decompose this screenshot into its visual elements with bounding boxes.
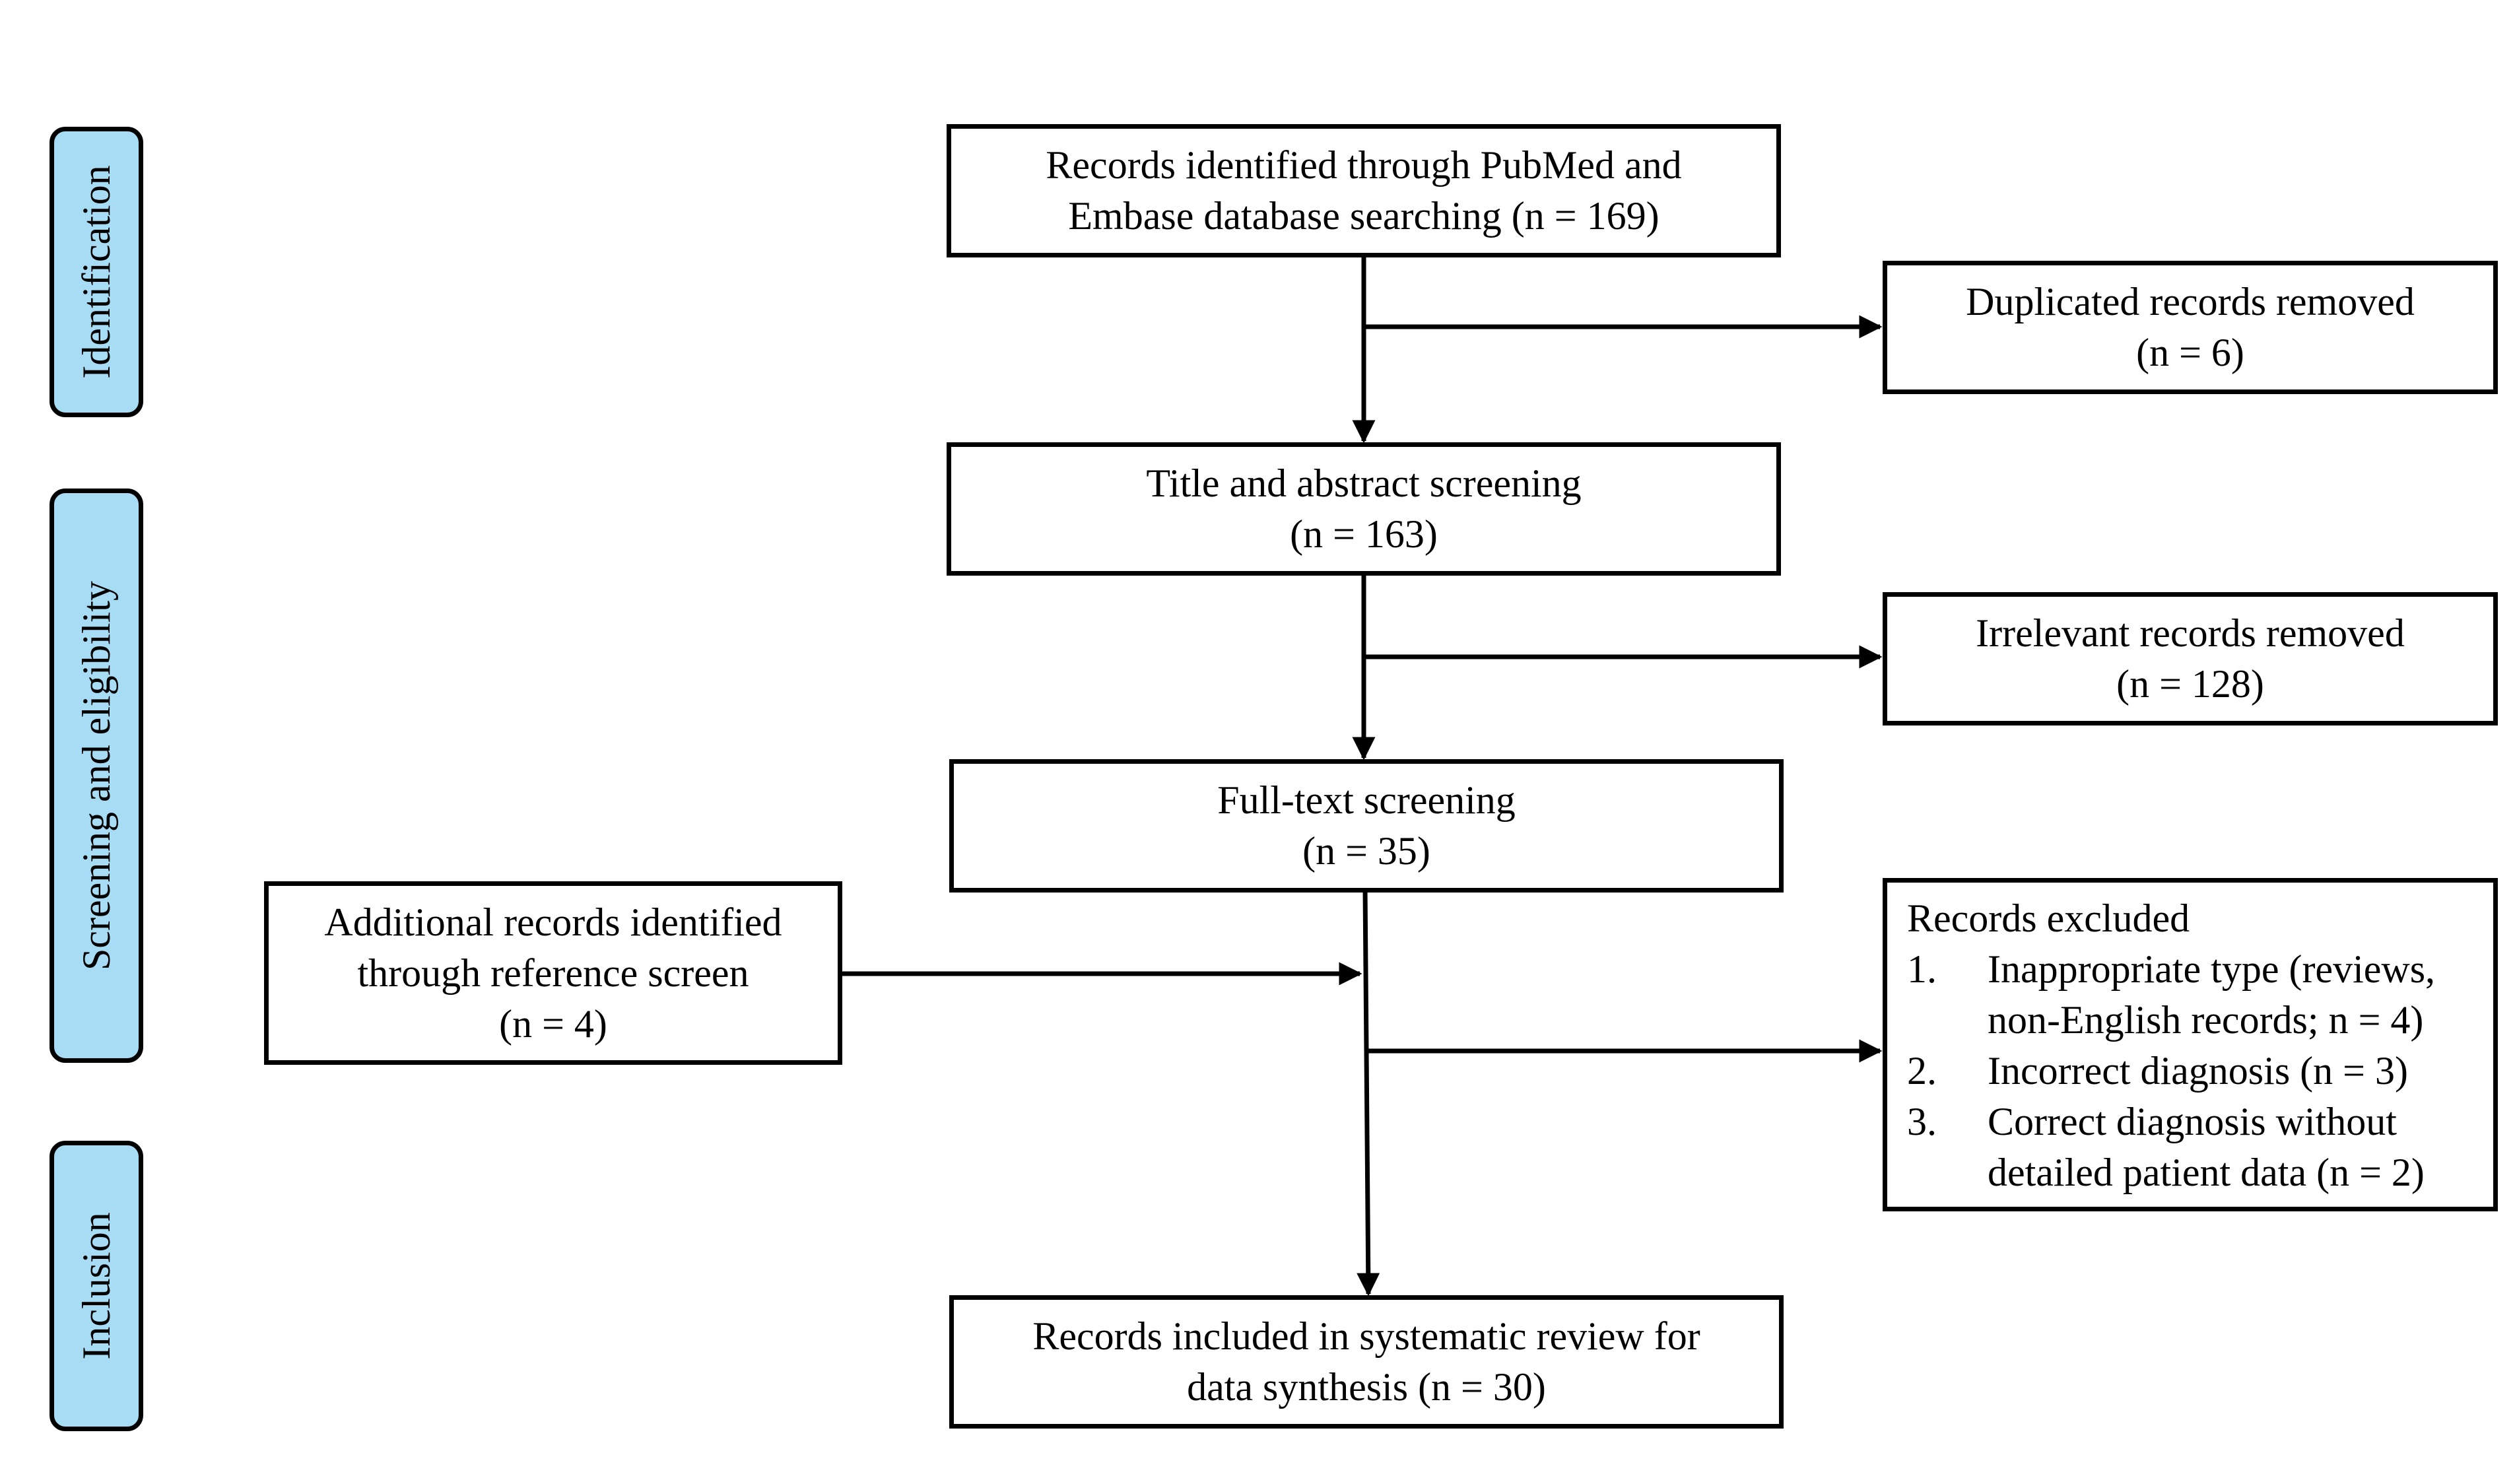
included-line-1: Records included in systematic review fo… (1032, 1314, 1700, 1358)
excluded-item-3: 3. Correct diagnosis without detailed pa… (1907, 1096, 2493, 1198)
additional-box: Additional records identified through re… (264, 881, 842, 1065)
arrow-full-text-to-included (1357, 888, 1380, 1297)
excluded-item-3-number: 3. (1907, 1100, 1937, 1143)
full-text-line-2: (n = 35) (1302, 829, 1430, 873)
excluded-item-1-line-2: non-English records; n = 4) (1988, 998, 2424, 1042)
excluded-item-2-line-1: Incorrect diagnosis (n = 3) (1988, 1049, 2408, 1093)
irrelevant-line-1: Irrelevant records removed (1976, 611, 2405, 655)
irrelevant-box: Irrelevant records removed (n = 128) (1883, 592, 2498, 725)
full-text-line-1: Full-text screening (1217, 778, 1516, 822)
additional-line-2: through reference screen (357, 951, 749, 995)
duplicates-box: Duplicated records removed (n = 6) (1883, 261, 2498, 394)
title-abstract-box: Title and abstract screening (n = 163) (947, 442, 1781, 576)
duplicates-line-1: Duplicated records removed (1966, 280, 2415, 323)
additional-line-1: Additional records identified (324, 900, 782, 944)
title-abstract-line-1: Title and abstract screening (1146, 461, 1582, 505)
excluded-item-1-number: 1. (1907, 947, 1937, 991)
identified-line-2: Embase database searching (n = 169) (1068, 194, 1660, 238)
included-line-2: data synthesis (n = 30) (1187, 1365, 1546, 1409)
identified-box: Records identified through PubMed and Em… (947, 124, 1781, 257)
included-box: Records included in systematic review fo… (949, 1295, 1784, 1429)
stage-inclusion: Inclusion (50, 1141, 143, 1431)
stage-screening: Screening and eligibility (50, 489, 143, 1063)
excluded-item-3-line-1: Correct diagnosis without (1988, 1100, 2397, 1143)
full-text-box: Full-text screening (n = 35) (949, 759, 1784, 893)
excluded-item-1: 1. Inappropriate type (reviews, non-Engl… (1907, 944, 2493, 1046)
excluded-item-2: 2. Incorrect diagnosis (n = 3) (1907, 1046, 2493, 1096)
title-abstract-line-2: (n = 163) (1290, 512, 1438, 556)
excluded-item-3-line-2: detailed patient data (n = 2) (1988, 1151, 2425, 1194)
excluded-box: Records excluded 1. Inappropriate type (… (1883, 878, 2498, 1211)
identified-line-1: Records identified through PubMed and (1046, 143, 1682, 187)
duplicates-line-2: (n = 6) (2136, 331, 2244, 374)
additional-line-3: (n = 4) (499, 1001, 607, 1046)
excluded-item-1-line-1: Inappropriate type (reviews, (1988, 947, 2436, 991)
stage-identification: Identification (50, 127, 143, 417)
excluded-item-2-number: 2. (1907, 1049, 1937, 1093)
irrelevant-line-2: (n = 128) (2116, 662, 2264, 706)
excluded-title: Records excluded (1907, 896, 2190, 940)
